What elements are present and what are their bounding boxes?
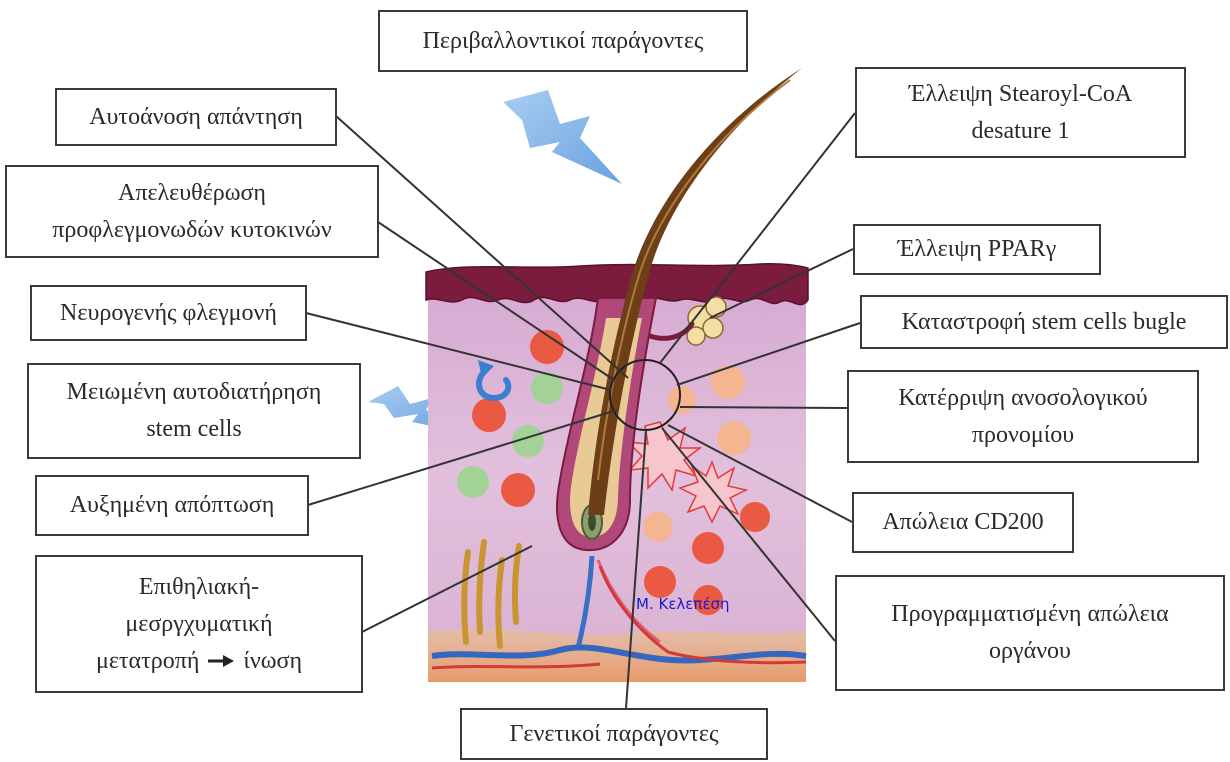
- label-text: Περιβαλλοντικοί παράγοντες: [423, 23, 704, 60]
- label-text: Έλλειψη PPARγ: [898, 231, 1056, 268]
- label-text: Αυξημένη απόπτωση: [70, 487, 275, 524]
- label-environmental-factors: Περιβαλλοντικοί παράγοντες: [378, 10, 748, 72]
- label-text: οργάνου: [989, 633, 1071, 670]
- label-text: Καταστροφή stem cells bugle: [902, 304, 1187, 341]
- label-text: ίνωση: [243, 643, 302, 680]
- label-genetic-factors: Γενετικοί παράγοντες: [460, 708, 768, 760]
- label-text: Απελευθέρωση: [118, 175, 266, 212]
- label-text: προνομίου: [972, 417, 1074, 454]
- label-cd200-loss: Απώλεια CD200: [852, 492, 1074, 553]
- label-row: μετατροπή ίνωση: [96, 643, 302, 680]
- label-neurogenic-inflammation: Νευρογενής φλεγμονή: [30, 285, 307, 341]
- label-immune-privilege-collapse: Κατέρριψη ανοσολογικού προνομίου: [847, 370, 1199, 463]
- label-scd1-deficiency: Έλλειψη Stearoyl-CoA desature 1: [855, 67, 1186, 158]
- label-programmed-organ-loss: Προγραμματισμένη απώλεια οργάνου: [835, 575, 1225, 691]
- label-text: Νευρογενής φλεγμονή: [60, 295, 277, 332]
- label-text: Αυτοάνοση απάντηση: [89, 99, 303, 136]
- label-pparg-deficiency: Έλλειψη PPARγ: [853, 224, 1101, 275]
- label-text: Κατέρριψη ανοσολογικού: [898, 380, 1147, 417]
- label-text: Επιθηλιακή-: [139, 569, 259, 606]
- label-cytokine-release: Απελευθέρωση προφλεγμονωδών κυτοκινών: [5, 165, 379, 258]
- label-text: προφλεγμονωδών κυτοκινών: [52, 212, 331, 249]
- label-autoimmune-response: Αυτοάνοση απάντηση: [55, 88, 337, 146]
- author-credit: Μ. Κελεπέση: [636, 595, 730, 613]
- label-text: Προγραμματισμένη απώλεια: [891, 596, 1168, 633]
- label-text: μετατροπή: [96, 643, 199, 680]
- label-text: desature 1: [972, 113, 1070, 150]
- label-bulge-destruction: Καταστροφή stem cells bugle: [860, 295, 1228, 349]
- arrow-right-icon: [207, 654, 235, 668]
- label-text: Έλλειψη Stearoyl-CoA: [909, 76, 1132, 113]
- label-increased-apoptosis: Αυξημένη απόπτωση: [35, 475, 309, 536]
- dermal-papilla-core: [588, 513, 596, 531]
- label-text: Γενετικοί παράγοντες: [510, 716, 719, 753]
- label-text: Απώλεια CD200: [882, 504, 1043, 541]
- label-text: Μειωμένη αυτοδιατήρηση: [67, 374, 322, 411]
- leader-line-immune-privilege: [680, 407, 847, 408]
- label-text: μεσργχυματική: [125, 606, 272, 643]
- label-text: stem cells: [146, 411, 241, 448]
- label-reduced-self-renewal: Μειωμένη αυτοδιατήρηση stem cells: [27, 363, 361, 459]
- label-emt-fibrosis: Επιθηλιακή- μεσργχυματική μετατροπή ίνωσ…: [35, 555, 363, 693]
- lightning-bolt-icon: [503, 90, 622, 184]
